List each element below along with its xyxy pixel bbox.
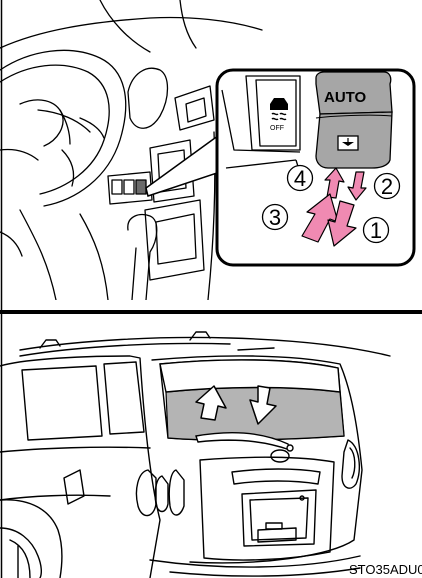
svg-text:3: 3 [269, 205, 281, 230]
back-window-upper [160, 360, 340, 392]
step-4-marker: 4 [288, 166, 313, 192]
auto-label: AUTO [324, 89, 367, 106]
step-1-marker: 1 [364, 218, 389, 244]
back-window-switch[interactable] [316, 72, 392, 168]
svg-text:4: 4 [294, 166, 306, 191]
figure-code: STO35ADU0 [349, 562, 422, 577]
off-label: OFF [270, 125, 284, 132]
step-3-marker: 3 [263, 205, 288, 231]
svg-text:1: 1 [370, 218, 382, 243]
step-2-marker: 2 [375, 174, 400, 200]
svg-text:2: 2 [381, 174, 393, 199]
